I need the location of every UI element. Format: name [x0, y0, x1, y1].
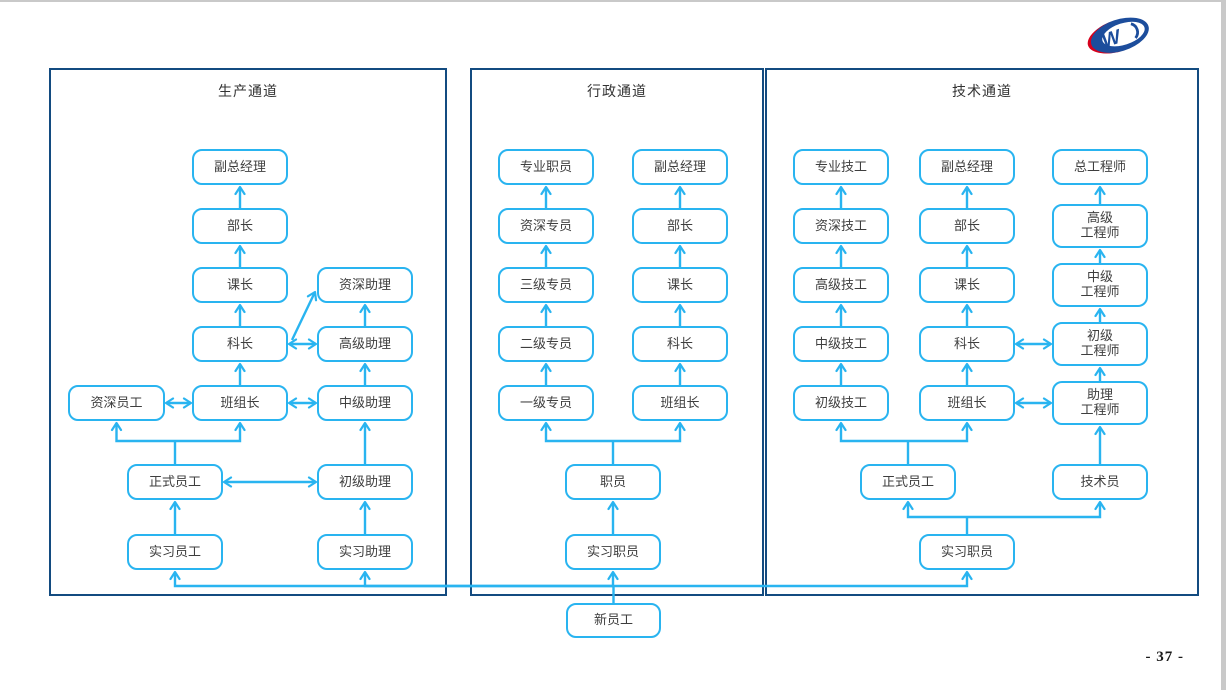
org-node-m5: 班组长: [632, 385, 728, 421]
org-node-t5: 初级技工: [793, 385, 889, 421]
org-node-e5: 助理 工程师: [1052, 381, 1148, 425]
org-node-g1: 副总经理: [919, 149, 1015, 185]
channel-frame-admin: 行政通道: [470, 68, 764, 596]
company-logo: W: [1087, 17, 1149, 54]
org-node-g2: 部长: [919, 208, 1015, 244]
org-node-m2: 部长: [632, 208, 728, 244]
org-node-g4: 科长: [919, 326, 1015, 362]
org-node-p1: 副总经理: [192, 149, 288, 185]
org-node-g3: 课长: [919, 267, 1015, 303]
org-node-z2: 技术员: [1052, 464, 1148, 500]
org-node-t1: 专业技工: [793, 149, 889, 185]
org-node-p8: 实习员工: [127, 534, 223, 570]
org-node-a1: 资深助理: [317, 267, 413, 303]
channel-title-tech: 技术通道: [952, 83, 1012, 99]
page-edge-right: [1221, 0, 1226, 690]
channel-title-admin: 行政通道: [587, 83, 647, 99]
org-node-si: 实习职员: [565, 534, 661, 570]
org-node-b1: 专业职员: [498, 149, 594, 185]
page-number: - 37 -: [1145, 649, 1184, 665]
org-node-m4: 科长: [632, 326, 728, 362]
org-node-b5: 一级专员: [498, 385, 594, 421]
org-node-p2: 部长: [192, 208, 288, 244]
page-edge-top: [0, 0, 1226, 2]
org-node-t3: 高级技工: [793, 267, 889, 303]
org-node-e4: 初级 工程师: [1052, 322, 1148, 366]
org-node-e1: 总工程师: [1052, 149, 1148, 185]
org-node-a3: 中级助理: [317, 385, 413, 421]
org-node-p6: 资深员工: [68, 385, 165, 421]
channel-title-production: 生产通道: [218, 83, 278, 99]
org-node-t4: 中级技工: [793, 326, 889, 362]
org-node-z1: 正式员工: [860, 464, 956, 500]
org-node-p4: 科长: [192, 326, 288, 362]
org-node-p7: 正式员工: [127, 464, 223, 500]
org-node-b3: 三级专员: [498, 267, 594, 303]
org-node-m1: 副总经理: [632, 149, 728, 185]
org-node-a4: 初级助理: [317, 464, 413, 500]
org-node-m3: 课长: [632, 267, 728, 303]
org-node-a2: 高级助理: [317, 326, 413, 362]
org-node-a5: 实习助理: [317, 534, 413, 570]
org-node-z3: 实习职员: [919, 534, 1015, 570]
org-node-t2: 资深技工: [793, 208, 889, 244]
org-node-new: 新员工: [566, 603, 661, 638]
logo-inner-oval: [1102, 21, 1145, 47]
org-node-b4: 二级专员: [498, 326, 594, 362]
channel-frame-tech: 技术通道: [765, 68, 1199, 596]
org-node-e3: 中级 工程师: [1052, 263, 1148, 307]
logo-letter-d: [1130, 22, 1139, 39]
channel-frame-production: 生产通道: [49, 68, 447, 596]
org-node-st: 职员: [565, 464, 661, 500]
org-node-p3: 课长: [192, 267, 288, 303]
org-node-g5: 班组长: [919, 385, 1015, 421]
org-node-p5: 班组长: [192, 385, 288, 421]
org-node-b2: 资深专员: [498, 208, 594, 244]
org-node-e2: 高级 工程师: [1052, 204, 1148, 248]
